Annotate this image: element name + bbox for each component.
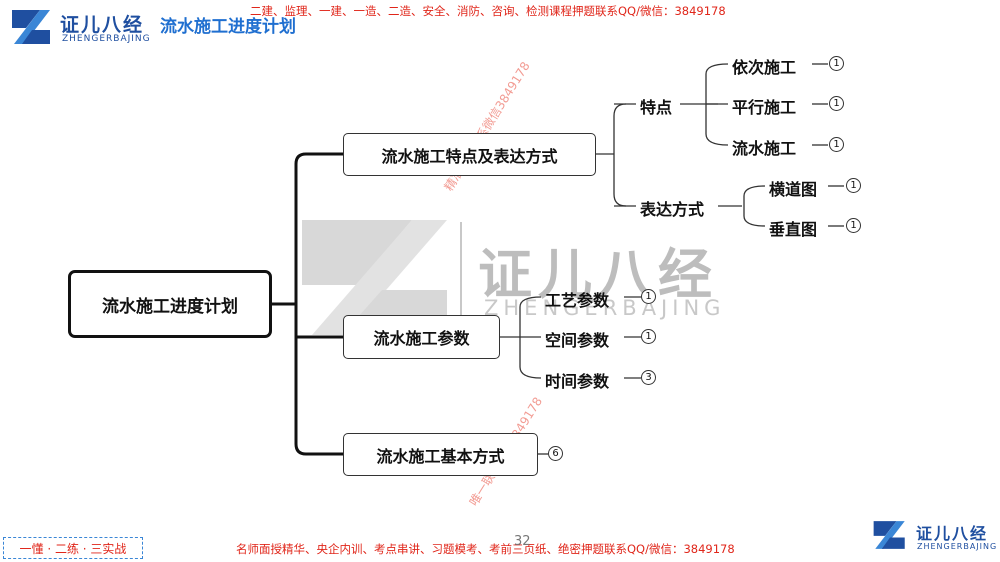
footer-brand-sub: ZHENGERBAJING xyxy=(917,542,998,551)
count-badge: 6 xyxy=(548,446,563,461)
count-badge: 1 xyxy=(641,329,656,344)
page-number: 32 xyxy=(514,534,531,549)
count-badge: 1 xyxy=(829,137,844,152)
watermark-text: 证儿八经 xyxy=(478,243,718,306)
node-parallel: 平行施工 xyxy=(732,98,797,117)
branch-features-expression: 流水施工特点及表达方式 xyxy=(343,133,596,176)
brand-sub: ZHENGERBAJING xyxy=(62,34,151,44)
top-ad-banner: 二建、监理、一建、一造、二造、安全、消防、咨询、检测课程押题联系QQ/微信：38… xyxy=(250,4,726,18)
node-expression: 表达方式 xyxy=(640,200,705,219)
brand-logo: 证儿八经 ZHENGERBAJING xyxy=(10,8,160,48)
page-title: 流水施工进度计划 xyxy=(160,17,296,37)
node-space-params: 空间参数 xyxy=(545,331,610,350)
footer-ad-banner: 名师面授精华、央企内训、考点串讲、习题模考、考前三页纸、绝密押题联系QQ/微信：… xyxy=(236,542,735,556)
count-badge: 1 xyxy=(829,96,844,111)
brand-name: 证儿八经 xyxy=(60,14,145,36)
footer-logo: 证儿八经 ZHENGERBAJING xyxy=(872,518,997,558)
count-badge: 1 xyxy=(846,218,861,233)
branch-parameters: 流水施工参数 xyxy=(343,315,500,359)
node-flow: 流水施工 xyxy=(732,139,797,158)
node-bar-chart: 横道图 xyxy=(769,180,818,199)
node-process-params: 工艺参数 xyxy=(545,291,610,310)
node-features: 特点 xyxy=(640,98,673,117)
count-badge: 1 xyxy=(846,178,861,193)
node-sequential: 依次施工 xyxy=(732,58,797,77)
count-badge: 1 xyxy=(829,56,844,71)
watermark-divider xyxy=(460,222,462,332)
node-vertical-chart: 垂直图 xyxy=(769,220,818,239)
node-time-params: 时间参数 xyxy=(545,372,610,391)
branch-basic-methods: 流水施工基本方式 xyxy=(343,433,538,476)
count-badge: 3 xyxy=(641,370,656,385)
root-node: 流水施工进度计划 xyxy=(68,270,272,338)
footer-brand-name: 证儿八经 xyxy=(916,524,989,543)
footer-slogan: 一懂 · 二练 · 三实战 xyxy=(3,537,143,559)
brand-logo-icon xyxy=(12,10,50,44)
count-badge: 1 xyxy=(641,289,656,304)
footer-logo-icon xyxy=(873,521,905,549)
